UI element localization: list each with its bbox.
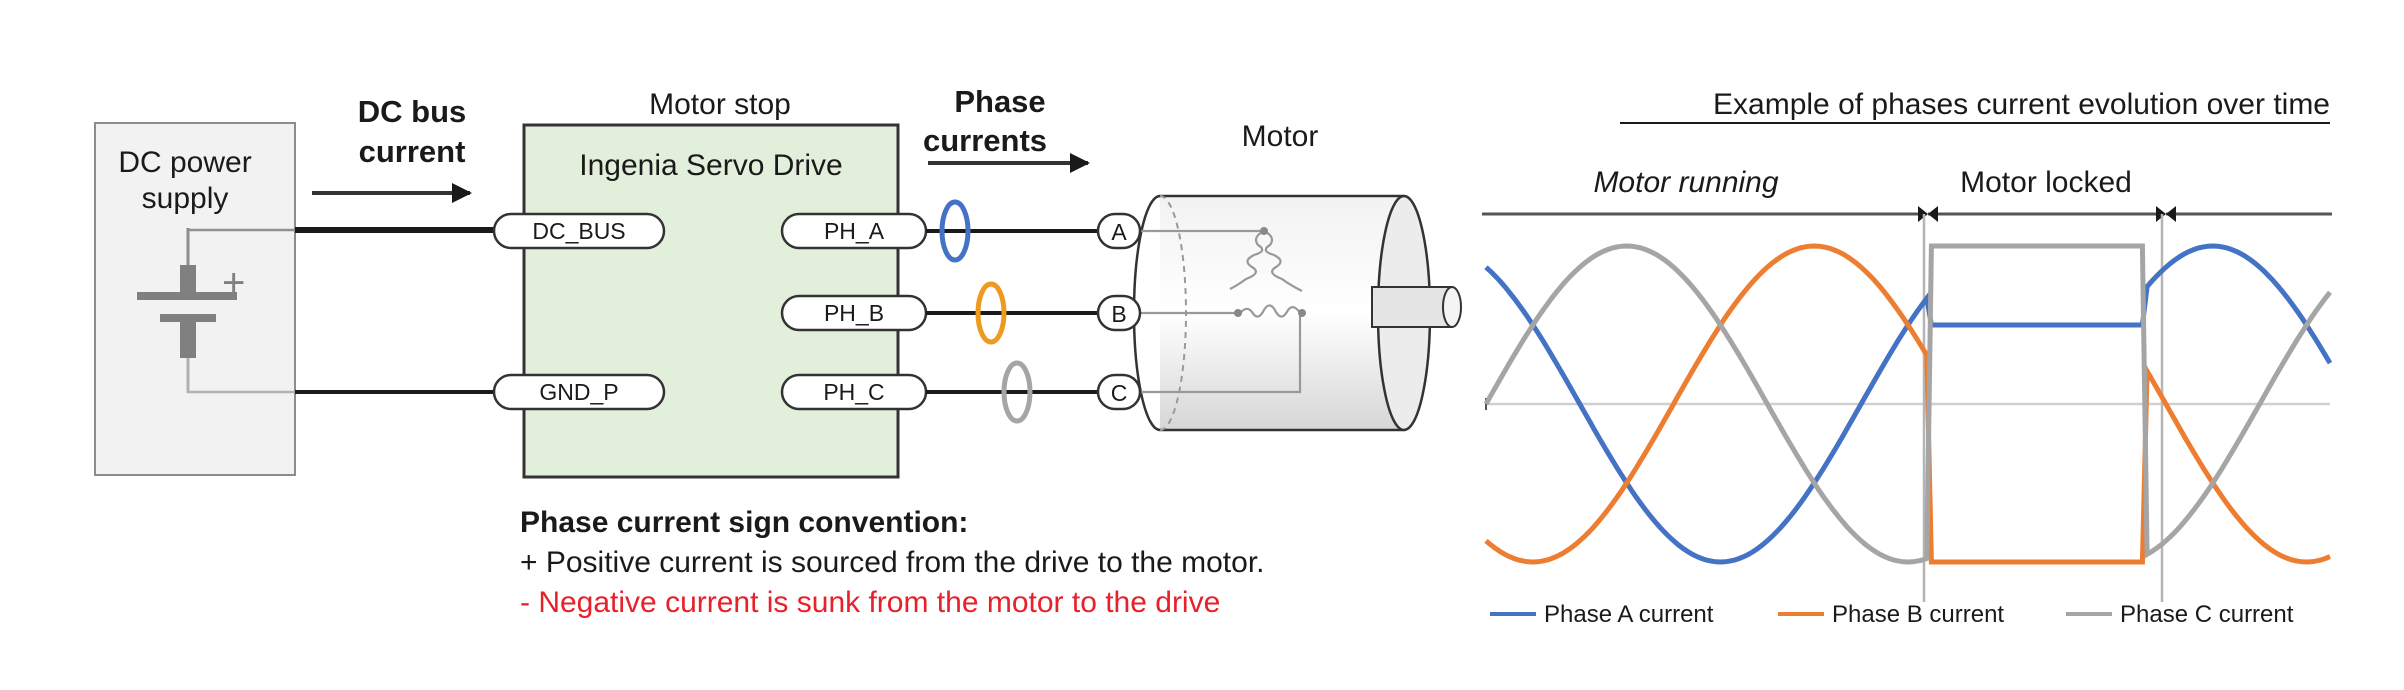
legend-label-phase-a: Phase A current [1544, 601, 1714, 628]
series-line-phase-b [1484, 243, 2331, 565]
sign-convention-positive: + Positive current is sourced from the d… [520, 546, 1265, 579]
servo-drive-title: Ingenia Servo Drive [579, 149, 842, 182]
phase-currents-label-2: currents [923, 123, 1047, 158]
pin-ph-c-label: PH_C [823, 379, 884, 405]
dc-power-supply-label-2: supply [142, 182, 229, 215]
chart-legend: Phase A current Phase B current Phase C … [1490, 601, 2294, 628]
pin-gnd-label: GND_P [539, 379, 618, 405]
sign-convention-title: Phase current sign convention: [520, 506, 968, 539]
pin-ph-b-label: PH_B [824, 300, 884, 326]
motor-icon [1130, 194, 1462, 432]
battery-plus-sign: + [222, 261, 245, 305]
dc-bus-label-1: DC bus [358, 94, 467, 129]
phase-a-current-sensor [939, 199, 971, 263]
motor-terminal-c [1096, 373, 1142, 411]
sign-convention-negative: - Negative current is sunk from the moto… [520, 586, 1220, 619]
motor-stop-label: Motor stop [649, 88, 791, 121]
dc-bus-label-2: current [359, 134, 466, 169]
motor-locked-label: Motor locked [1960, 166, 2132, 199]
motor-terminal-a [1096, 212, 1142, 250]
chart-title: Example of phases current evolution over… [1713, 88, 2330, 121]
series-line-phase-c [1483, 243, 2332, 565]
motor-terminal-b [1096, 294, 1142, 332]
pin-dc-bus [492, 212, 666, 250]
phase-c-current-sensor [1001, 360, 1033, 424]
phase-currents-label-1: Phase [954, 84, 1045, 119]
legend-label-phase-b: Phase B current [1832, 601, 2004, 628]
pin-ph-a-label: PH_A [824, 218, 885, 244]
dc-power-supply-label-1: DC power [118, 146, 251, 179]
motor-running-label: Motor running [1593, 166, 1778, 199]
motor-terminal-c-label: C [1111, 380, 1128, 406]
pin-dc-bus-label: DC_BUS [532, 218, 625, 244]
legend-label-phase-c: Phase C current [2120, 601, 2294, 628]
phase-b-current-sensor [975, 281, 1007, 345]
motor-label: Motor [1242, 120, 1319, 153]
motor-terminal-a-label: A [1111, 219, 1127, 245]
pin-gnd [492, 373, 666, 411]
phase-current-chart: Example of phases current evolution over… [1482, 88, 2333, 628]
motor-terminal-b-label: B [1111, 301, 1126, 327]
